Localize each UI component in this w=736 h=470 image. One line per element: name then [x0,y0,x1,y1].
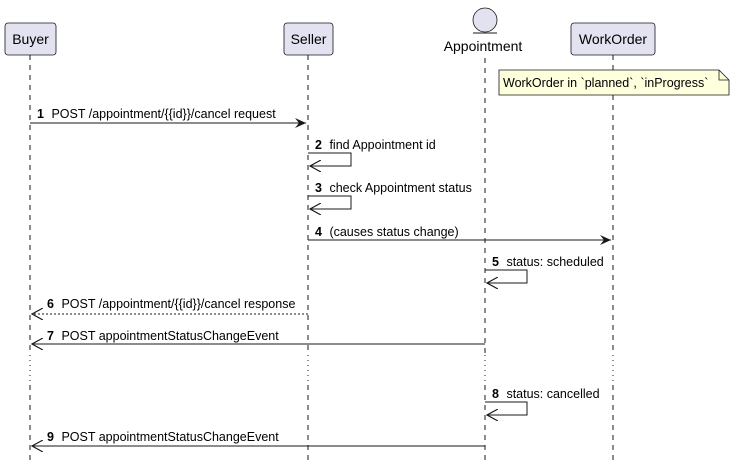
participant-buyer-label: Buyer [12,31,49,47]
message-6-label: POST /appointment/{{id}}/cancel response [61,297,295,311]
message-6: 6 POST /appointment/{{id}}/cancel respon… [32,297,308,314]
message-2-label: find Appointment id [329,138,435,152]
message-4-number: 4 [315,225,322,239]
message-2-text: 2 find Appointment id [315,138,436,152]
message-1-label: POST /appointment/{{id}}/cancel request [51,107,276,121]
participant-appointment-label: Appointment [444,38,523,54]
message-5: 5 status: scheduled [485,255,604,283]
participant-workorder-label: WorkOrder [579,31,648,47]
message-8-text: 8 status: cancelled [492,387,600,401]
message-7-text: 7 POST appointmentStatusChangeEvent [47,329,279,343]
message-8-label: status: cancelled [506,387,599,401]
message-6-number: 6 [47,297,54,311]
message-1-number: 1 [37,107,44,121]
message-1: 1 POST /appointment/{{id}}/cancel reques… [30,107,306,128]
participant-appointment: Appointment [444,7,523,54]
entity-icon [472,7,498,33]
message-8-number: 8 [492,387,499,401]
message-8: 8 status: cancelled [485,387,600,415]
message-1-text: 1 POST /appointment/{{id}}/cancel reques… [37,107,276,121]
lifelines [29,55,614,465]
participant-seller: Seller [283,22,334,56]
participant-workorder: WorkOrder [570,22,656,56]
message-3-label: check Appointment status [329,181,471,195]
message-9-text: 9 POST appointmentStatusChangeEvent [47,430,279,444]
message-2-number: 2 [315,138,322,152]
message-5-number: 5 [492,255,499,269]
message-2: 2 find Appointment id [308,138,436,166]
message-6-text: 6 POST /appointment/{{id}}/cancel respon… [47,297,295,311]
message-9: 9 POST appointmentStatusChangeEvent [32,430,485,446]
message-5-text: 5 status: scheduled [492,255,604,269]
message-4-text: 4 (causes status change) [315,225,459,239]
message-3: 3 check Appointment status [308,181,472,209]
note-workorder: WorkOrder in `planned`, `inProgress` [498,69,730,96]
participant-seller-label: Seller [291,31,327,47]
message-3-number: 3 [315,181,322,195]
message-9-label: POST appointmentStatusChangeEvent [61,430,279,444]
message-4: 4 (causes status change) [308,225,611,245]
message-7: 7 POST appointmentStatusChangeEvent [32,329,485,344]
message-5-label: status: scheduled [506,255,603,269]
message-3-text: 3 check Appointment status [315,181,472,195]
message-9-number: 9 [47,430,54,444]
message-4-label: (causes status change) [329,225,458,239]
message-7-number: 7 [47,329,54,343]
message-7-label: POST appointmentStatusChangeEvent [61,329,279,343]
participant-buyer: Buyer [4,22,57,56]
note-text: WorkOrder in `planned`, `inProgress` [503,76,708,90]
